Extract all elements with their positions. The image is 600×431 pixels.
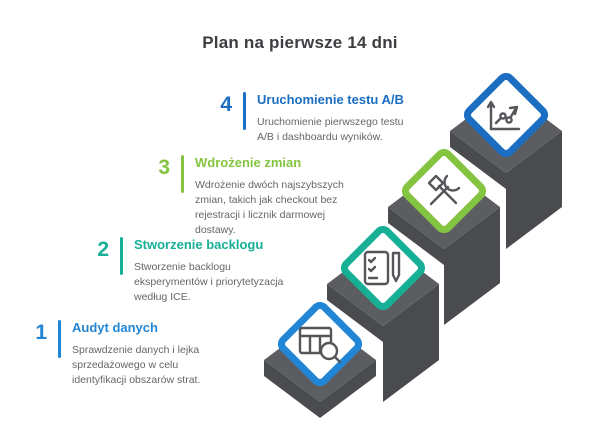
step-number: 3 bbox=[158, 156, 170, 179]
step-accent-bar bbox=[58, 320, 61, 358]
step-title: Uruchomienie testu A/B bbox=[257, 92, 404, 107]
step-item-3: 3 Wdrożenie zmian Wdrożenie dwóch najszy… bbox=[152, 155, 370, 238]
step-number: 4 bbox=[220, 93, 232, 116]
step-title: Wdrożenie zmian bbox=[195, 155, 302, 170]
checklist-pen-icon bbox=[363, 250, 401, 286]
step-number: 2 bbox=[97, 238, 109, 261]
step-description: Uruchomienie pierwszego testu A/B i dash… bbox=[257, 115, 404, 143]
step-tile-3 bbox=[401, 148, 487, 234]
step-tile-4 bbox=[463, 72, 549, 158]
step-title: Audyt danych bbox=[72, 320, 158, 335]
step-title: Stworzenie backlogu bbox=[134, 237, 264, 252]
step-number: 1 bbox=[35, 321, 47, 344]
step-description: Stworzenie backlogu eksperymentów i prio… bbox=[134, 260, 284, 303]
page-title: Plan na pierwsze 14 dni bbox=[202, 33, 398, 52]
step-item-1: 1 Audyt danych Sprawdzenie danych i lejk… bbox=[29, 320, 247, 388]
step-tile-2 bbox=[340, 225, 426, 311]
step-tile-1 bbox=[277, 301, 363, 387]
step-item-4: 4 Uruchomienie testu A/B Uruchomienie pi… bbox=[214, 92, 432, 145]
step-accent-bar bbox=[120, 237, 123, 275]
tools-icon bbox=[427, 174, 461, 206]
step-item-2: 2 Stworzenie backlogu Stworzenie backlog… bbox=[91, 237, 309, 305]
step-description: Sprawdzenie danych i lejka sprzedażowego… bbox=[72, 343, 201, 386]
step-accent-bar bbox=[243, 92, 246, 130]
table-search-icon bbox=[298, 326, 342, 364]
line-chart-icon bbox=[486, 100, 521, 131]
step-accent-bar bbox=[181, 155, 184, 193]
step-description: Wdrożenie dwóch najszybszych zmian, taki… bbox=[195, 178, 344, 236]
